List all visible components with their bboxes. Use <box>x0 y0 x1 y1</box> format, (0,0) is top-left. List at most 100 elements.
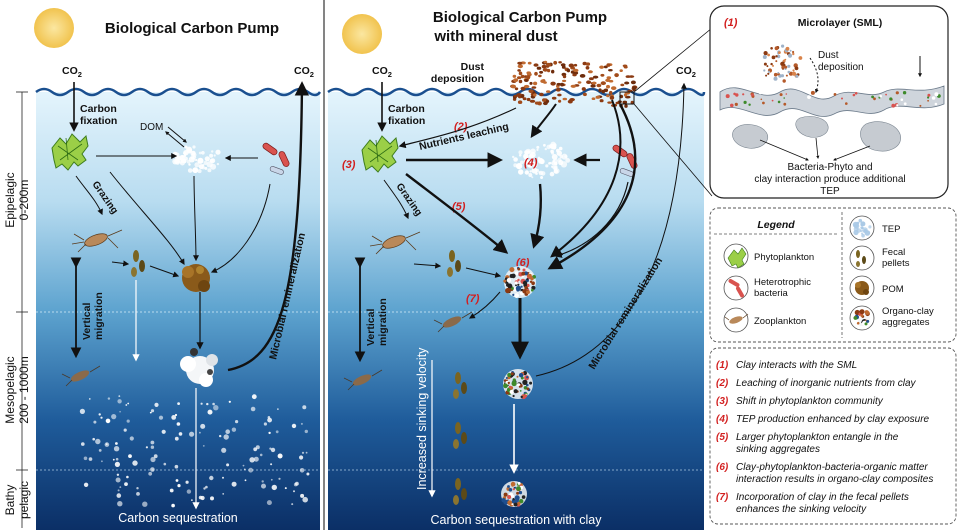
left-deep-particles <box>79 394 310 508</box>
left-title: Biological Carbon Pump <box>105 20 279 37</box>
zone-mesopelagic-depth: 200 - 1000m <box>17 356 31 423</box>
left-zooplankton-icon <box>71 229 123 253</box>
legend-bacteria-icon <box>728 279 744 298</box>
key-item-6-text: Clay-phytoplankton-bacteria-organic matt… <box>736 462 928 473</box>
key-item-4-text: TEP production enhanced by clay exposure <box>736 414 930 425</box>
legend-pom: POM <box>882 284 904 295</box>
left-remineralization-arrow <box>227 81 310 372</box>
right-fecal-pellets-icon <box>447 250 461 277</box>
left-dom-cloud <box>172 145 221 174</box>
right-phytoplankton-icon <box>361 135 399 173</box>
key-item-7-text: enhances the sinking velocity <box>736 504 867 515</box>
right-tep-cloud <box>512 141 571 179</box>
left-fecal-pellets-icon <box>131 250 145 277</box>
key-item-7-text: Incorporation of clay in the fecal pelle… <box>736 492 909 503</box>
key-item-1-number: (1) <box>716 360 729 371</box>
key-item-2-number: (2) <box>716 378 729 389</box>
left-co2-out: CO2 <box>294 65 314 79</box>
key-item-4-number: (4) <box>716 414 729 425</box>
legend-title: Legend <box>757 219 795 231</box>
right-co2-out: CO2 <box>676 65 696 79</box>
left-dom-label: DOM <box>140 122 163 133</box>
sml-layer-icon <box>719 85 945 117</box>
zone-epipelagic: Epipelagic <box>3 172 17 227</box>
legend-tep: TEP <box>882 224 900 235</box>
legend-zooplankton: Zooplankton <box>754 316 806 327</box>
sml-particles <box>725 90 941 108</box>
right-sinking-pellets-icon <box>453 372 467 505</box>
left-zooplankton-deep-icon <box>61 365 101 387</box>
left-bacteria-icon <box>262 142 290 175</box>
sml-zoom-box <box>619 91 635 105</box>
zone-mesopelagic: Mesopelagic <box>3 356 17 423</box>
right-bottom-label: Carbon sequestration with clay <box>431 513 603 527</box>
left-pom-icon <box>182 264 210 292</box>
sun-icon <box>342 14 382 54</box>
right-co2-in: CO2 <box>372 65 392 79</box>
depth-zones: Epipelagic 0-200m Mesopelagic 200 - 1000… <box>3 91 31 528</box>
organo-clay-composite-icon <box>503 266 536 298</box>
inset-dust-icon <box>762 44 803 83</box>
left-vertical-migration: Verticalmigration <box>81 292 105 340</box>
key-item-5-text: Larger phytoplankton entangle in the <box>736 432 899 443</box>
marker-6: (6) <box>516 257 530 269</box>
process-key: (1) Clay interacts with the SML (2) Leachin… <box>709 347 957 525</box>
key-item-5-text: sinking aggregates <box>736 444 820 455</box>
marker-5: (5) <box>452 201 466 213</box>
right-title-line1: Biological Carbon Pump <box>433 9 607 26</box>
left-bottom-label: Carbon sequestration <box>118 511 238 525</box>
key-item-1-text: Clay interacts with the SML <box>736 360 857 371</box>
legend-organo-clay-icon <box>853 309 870 326</box>
sun-icon <box>34 8 74 48</box>
legend-zooplankton-icon <box>724 313 749 324</box>
right-sea-surface <box>327 87 706 97</box>
key-item-6-text: interaction results in organo-clay compo… <box>736 474 933 485</box>
left-co2-in: CO2 <box>62 65 82 79</box>
dust-cloud <box>510 60 638 108</box>
marker-2: (2) <box>454 121 468 133</box>
tep-blob-icon <box>732 124 768 149</box>
right-title-line2: with mineral dust <box>433 28 557 45</box>
left-phytoplankton-icon <box>51 133 89 171</box>
legend-fecal-pellets-icon <box>856 250 866 267</box>
key-item-3-number: (3) <box>716 396 729 407</box>
tep-blob-icon <box>860 121 901 152</box>
right-zooplankton-mid-icon <box>433 311 473 333</box>
marker-4: (4) <box>524 157 538 169</box>
legend-tep-icon <box>852 218 872 238</box>
key-item-6-number: (6) <box>716 462 729 473</box>
marker-7: (7) <box>466 293 480 305</box>
inset-marker-1: (1) <box>724 17 738 29</box>
tep-blob-icon <box>795 116 829 138</box>
right-zooplankton-icon <box>369 231 421 255</box>
right-sinking-aggregate-icon <box>503 369 533 400</box>
key-item-3-text: Shift in phytoplankton community <box>736 396 884 407</box>
zone-bathy: Bathy <box>3 485 17 516</box>
zone-bathypelagic: pelagic <box>17 481 31 519</box>
inset-title: Microlayer (SML) <box>798 17 883 29</box>
legend-phytoplankton-icon <box>727 247 747 269</box>
right-zooplankton-deep-icon <box>343 369 383 391</box>
key-item-7-number: (7) <box>716 492 729 503</box>
legend-pom-icon <box>855 281 869 295</box>
key-item-5-number: (5) <box>716 432 729 443</box>
marker-3: (3) <box>342 159 356 171</box>
key-item-2-text: Leaching of inorganic nutrients from cla… <box>736 378 917 389</box>
left-ocean <box>36 92 320 530</box>
left-sea-surface <box>35 87 322 97</box>
right-vertical-migration: Verticalmigration <box>365 298 389 346</box>
legend-phytoplankton: Phytoplankton <box>754 252 814 263</box>
left-aggregate-icon <box>180 348 218 387</box>
right-panel: Biological Carbon Pump with mineral dust… <box>327 9 713 530</box>
